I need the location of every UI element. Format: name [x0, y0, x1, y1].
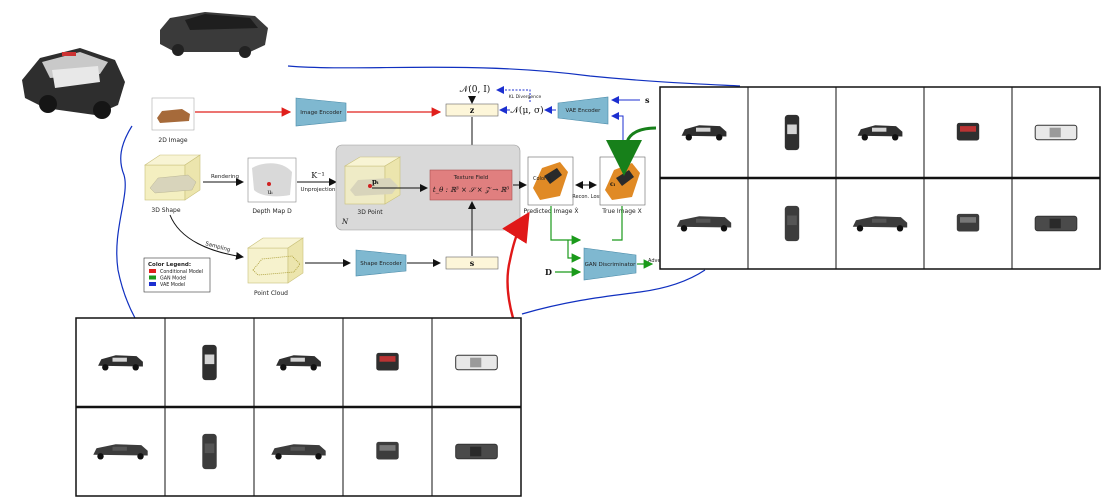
legend-swatch: [149, 275, 156, 280]
s-latent-box: s: [445, 256, 499, 270]
recon-loss-label: Recon. Loss: [572, 194, 602, 200]
svg-text:3D Shape: 3D Shape: [151, 207, 180, 214]
svg-text:s: s: [470, 258, 475, 268]
point-cloud: Point Cloud: [247, 237, 304, 297]
p-label: pᵢ: [372, 177, 379, 186]
input-2d-image: 2D Image: [151, 97, 195, 144]
n-label: N: [341, 218, 349, 226]
legend-item-label: GAN Model: [160, 276, 187, 282]
shape-3d: 3D Shape: [144, 154, 201, 214]
u-label: uᵢ: [267, 189, 273, 196]
image-encoder: Image Encoder: [295, 97, 347, 127]
legend-item-label: VAE Model: [160, 282, 185, 288]
render-grid-bottom-left: [75, 317, 522, 497]
police-suv-render-left: [22, 48, 125, 119]
svg-text:Color Legend:: Color Legend:: [148, 262, 191, 268]
unprojection-label: Unprojection: [301, 187, 336, 193]
legend-swatch: [149, 269, 156, 273]
normal-prior-label: 𝒩(0, I): [460, 84, 491, 95]
ink-blue-left-line: [116, 125, 136, 319]
c-i-label: cᵢ: [610, 181, 616, 188]
texture-field-box: [429, 169, 513, 201]
k-inverse-label: K⁻¹: [311, 171, 324, 180]
depth-map: uᵢ Depth Map D: [247, 157, 297, 215]
svg-text:GAN Discriminator: GAN Discriminator: [585, 262, 637, 268]
kl-divergence-edge: [496, 86, 531, 102]
color-c-hat: Color ĉᵢ: [533, 175, 551, 182]
ink-blue-top-line: [287, 65, 741, 87]
svg-text:Image Encoder: Image Encoder: [300, 110, 342, 116]
shape-encoder: Shape Encoder: [355, 249, 407, 277]
z-latent-box: z: [445, 103, 499, 117]
texture-field-panel: N pᵢ 3D Point Texture Field t_θ : ℝ³ × 𝒮…: [335, 144, 521, 231]
s-input-top: s: [645, 95, 650, 105]
legend-item-label: Conditional Model: [160, 269, 203, 275]
svg-text:t_θ : ℝ³ × 𝒮 × 𝒵 → ℝ³: t_θ : ℝ³ × 𝒮 × 𝒵 → ℝ³: [433, 186, 509, 194]
vae-encoder: VAE Encoder: [557, 96, 609, 125]
rendering-label: Rendering: [211, 174, 239, 180]
posterior-label: 𝒩(μ, σ): [510, 105, 543, 116]
render-cell-police-suv-2: [835, 86, 925, 179]
gan-discriminator: GAN Discriminator: [583, 247, 637, 281]
legend-swatch: [149, 282, 156, 286]
predicted-image: Color ĉᵢ Predicted Image X̂: [524, 156, 578, 215]
kl-label: KL Divergence: [509, 94, 542, 100]
svg-text:Depth Map D: Depth Map D: [252, 208, 292, 215]
svg-text:VAE Encoder: VAE Encoder: [566, 108, 602, 114]
svg-text:Point Cloud: Point Cloud: [254, 290, 288, 297]
ink-green-arrow: [606, 126, 657, 176]
input-image-label: 2D Image: [158, 137, 187, 144]
render-grid-top-right: [659, 86, 1101, 270]
hearse-render-top: [160, 12, 268, 58]
svg-text:Shape Encoder: Shape Encoder: [360, 261, 402, 267]
svg-text:Texture Field: Texture Field: [453, 175, 489, 181]
ink-red-arrow: [502, 211, 530, 319]
svg-text:3D Point: 3D Point: [357, 209, 383, 216]
svg-text:z: z: [470, 105, 475, 115]
d-label: D: [545, 267, 552, 277]
ink-blue-bottom-line: [521, 269, 706, 315]
